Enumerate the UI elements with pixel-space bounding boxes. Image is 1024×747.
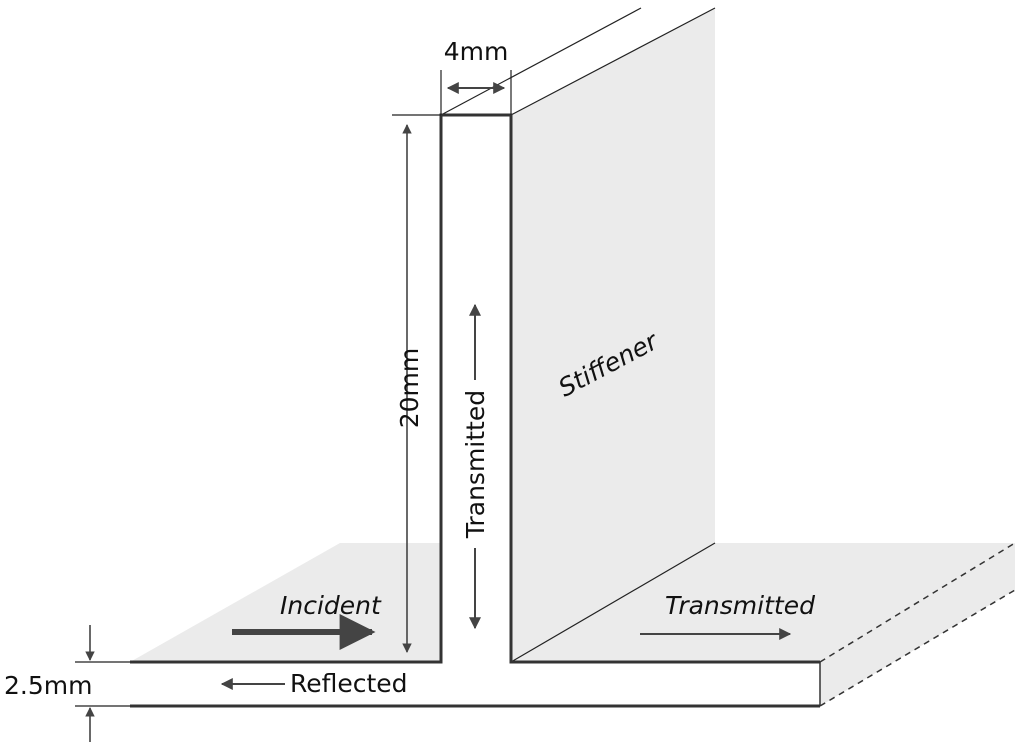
incident-label: Incident [280,591,382,620]
dim-20mm-label: 20mm [395,348,424,429]
stiffener-face [511,8,715,662]
stiffener-top-right-edge [510,7,716,116]
right-plate-end-dashed-top [819,542,1016,663]
stiffener-top [441,8,715,115]
transmitted-horizontal-label: Transmitted [665,591,815,620]
right-plate-top [511,543,1015,662]
reflected-label: Reflected [290,669,408,698]
right-plate-end-dashed-bottom [819,589,1016,707]
transmitted-vertical-label: Transmitted [461,390,490,539]
dim-4mm-label: 4mm [444,37,509,66]
stiffener-top-back-edge [440,7,642,116]
t-section-outline [130,113,820,664]
dim-2.5mm-label: 2.5mm [4,671,92,700]
right-plate-end-face [820,543,1015,706]
stiffener-base-edge [510,542,716,663]
